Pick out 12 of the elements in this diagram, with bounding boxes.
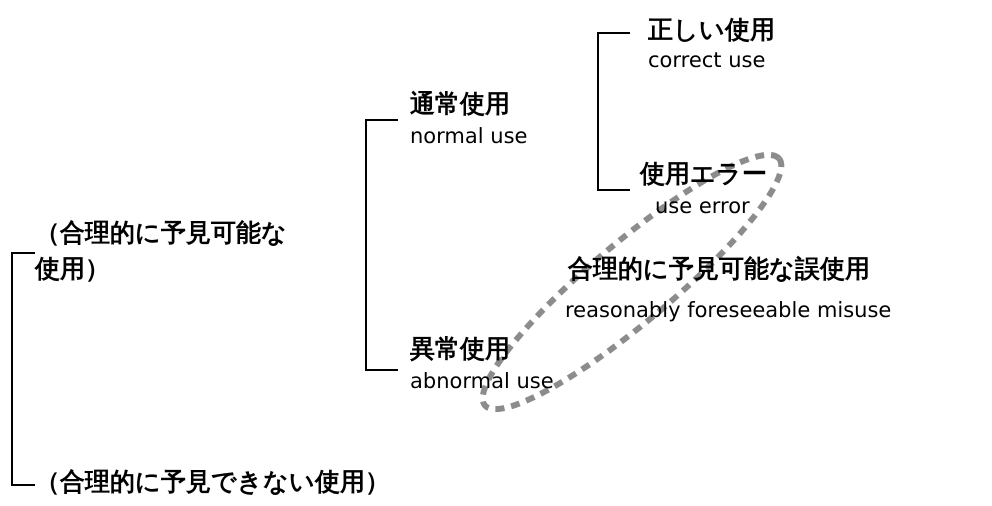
english-term: abnormal use: [410, 369, 554, 394]
english-term: correct use: [648, 48, 766, 72]
japanese-term: 合理的に予見可能な誤使用: [568, 255, 870, 284]
japanese-term: （合理的に予見できない使用）: [35, 468, 390, 497]
japanese-term: 使用エラー: [640, 160, 767, 189]
japanese-term: 正しい使用: [648, 16, 775, 45]
english-term: reasonably foreseeable misuse: [565, 298, 892, 322]
english-term: normal use: [410, 124, 528, 148]
japanese-term: 通常使用: [410, 90, 510, 119]
japanese-term: 異常使用: [410, 335, 510, 364]
english-term: use error: [655, 194, 750, 218]
japanese-term: （合理的に予見可能な使用）: [35, 217, 288, 286]
